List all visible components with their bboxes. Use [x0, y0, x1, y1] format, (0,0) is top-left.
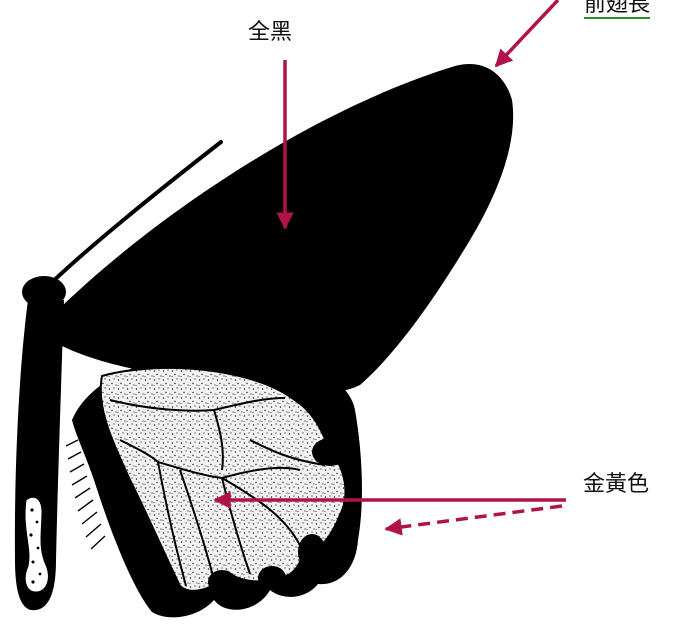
label-forewing-length: 前翅長	[584, 0, 650, 19]
forewing-length-arrow	[496, 0, 558, 66]
label-golden-yellow: 金黃色	[583, 474, 649, 496]
label-all-black: 全黑	[248, 22, 292, 44]
golden-underside-dashed-arrow	[386, 506, 562, 529]
